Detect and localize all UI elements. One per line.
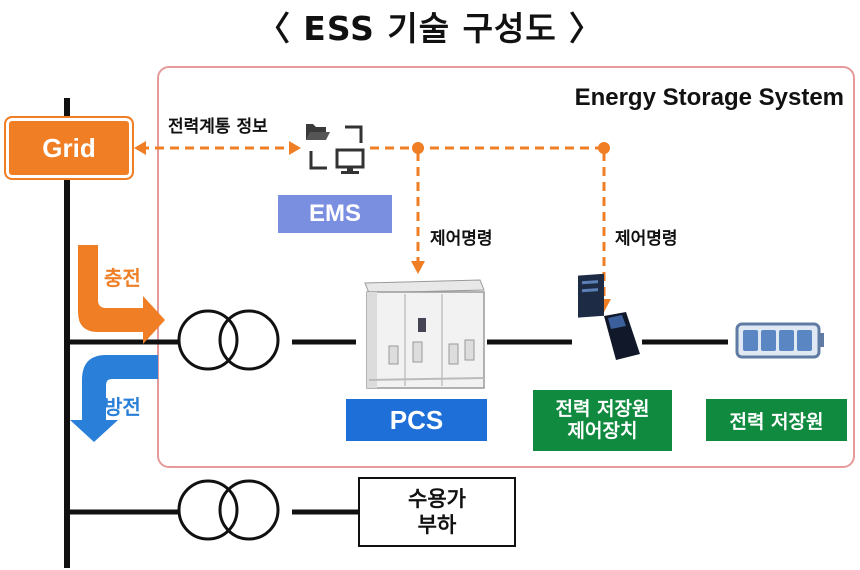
discharge-arrow [70, 355, 158, 442]
charge-label: 충전 [104, 266, 141, 290]
pcs-command-label: 제어명령 [430, 229, 493, 249]
storage-control-label: 전력 저장원 제어장치 [533, 390, 672, 451]
battery-icon [735, 322, 824, 359]
pcs-label: PCS [346, 399, 487, 441]
grid-info-label: 전력계통 정보 [168, 117, 268, 137]
discharge-label: 방전 [104, 395, 141, 419]
load-label: 수용가 부하 [358, 477, 516, 547]
ess-label: Energy Storage System [574, 84, 844, 111]
grid-box: Grid [4, 116, 134, 180]
transformer-icon-load [177, 479, 239, 541]
junction-dot-pcs [412, 142, 424, 154]
junction-dot-ctrl [598, 142, 610, 154]
transformer-icon [177, 309, 239, 371]
diagram-title: 〈 ESS 기술 구성도 〉 [256, 9, 604, 48]
ems-label: EMS [278, 195, 392, 233]
ess-boundary [157, 66, 855, 468]
storage-control-icon [578, 273, 640, 360]
pcs-cabinet-icon [364, 279, 485, 389]
storage-label: 전력 저장원 [706, 399, 847, 441]
pcs-command-arrow [411, 261, 425, 274]
charge-arrow [78, 245, 165, 344]
ems-icon [306, 124, 365, 174]
info-arrow-left [134, 141, 146, 155]
info-arrow-right [289, 141, 301, 155]
ctrl-command-label: 제어명령 [615, 229, 678, 249]
